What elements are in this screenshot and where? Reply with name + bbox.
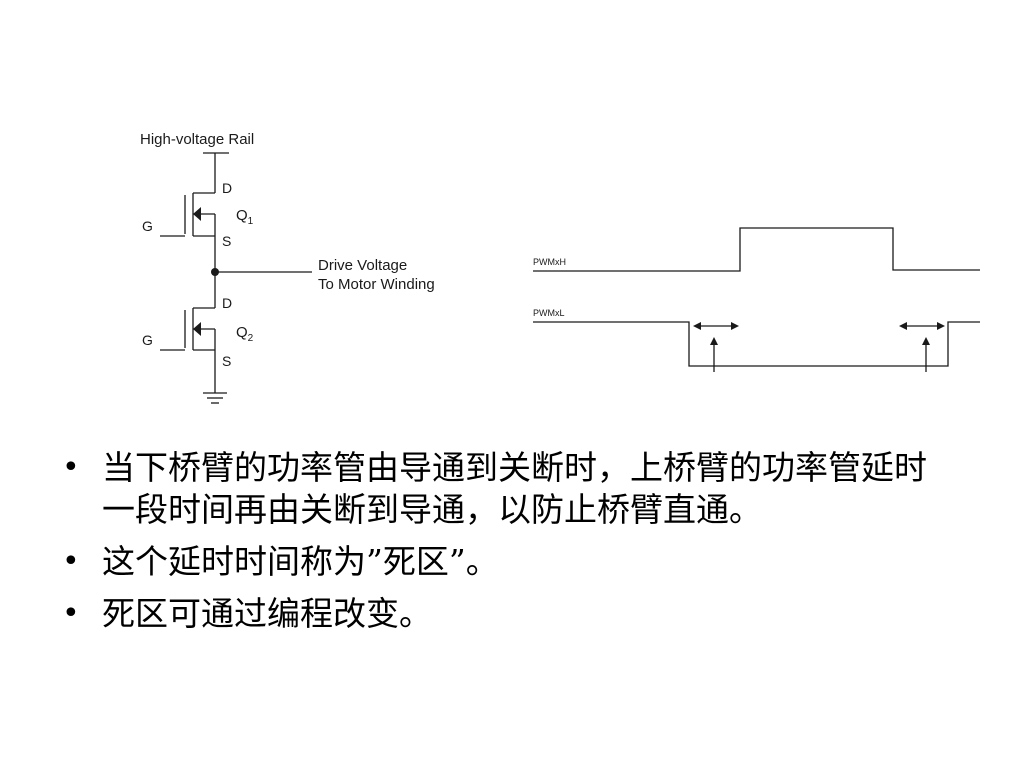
pwm-low-label: PWMxL: [533, 308, 565, 318]
bullet-text-1: 当下桥臂的功率管由导通到关断时，上桥臂的功率管延时一段时间再由关断到导通，以防止…: [102, 448, 927, 529]
bullet-item-1: • 当下桥臂的功率管由导通到关断时，上桥臂的功率管延时一段时间再由关断到导通，以…: [58, 447, 958, 531]
dead-time-marker-left: [693, 322, 739, 372]
q2-drain-label: D: [222, 295, 232, 311]
q2-name-label: Q2: [236, 324, 254, 344]
q1-index: 1: [248, 216, 254, 227]
q1-arrow: [193, 207, 201, 221]
pwm-high-waveform: [533, 227, 980, 272]
bullet-text-3: 死区可通过编程改变。: [102, 594, 432, 633]
output-label-line1: Drive Voltage: [318, 257, 407, 274]
bullet-marker: •: [62, 596, 80, 631]
bullet-marker: •: [62, 450, 80, 485]
q1-drain-label: D: [222, 180, 232, 196]
bullet-marker: •: [62, 544, 80, 579]
half-bridge-diagram: High-voltage Rail G D S Q1 Drive Voltage…: [140, 131, 980, 404]
q2-source-label: S: [222, 353, 231, 369]
bullet-item-3: • 死区可通过编程改变。: [58, 593, 958, 635]
q2-gate-label: G: [142, 332, 153, 348]
q2-transistor: [160, 307, 216, 351]
q2-arrow: [193, 322, 201, 336]
output-label-line2: To Motor Winding: [318, 276, 435, 293]
pwm-low-waveform: [533, 321, 980, 367]
q1-gate-label: G: [142, 218, 153, 234]
rail-label: High-voltage Rail: [140, 131, 254, 148]
dead-time-marker-right: [899, 322, 945, 372]
bullet-item-2: • 这个延时时间称为”死区”。: [58, 541, 958, 583]
q1-source-label: S: [222, 233, 231, 249]
q1-transistor: [160, 192, 216, 237]
bullet-list: • 当下桥臂的功率管由导通到关断时，上桥臂的功率管延时一段时间再由关断到导通，以…: [58, 447, 958, 645]
q1-name-label: Q1: [236, 207, 254, 227]
pwm-high-label: PWMxH: [533, 257, 566, 267]
ground-icon: [203, 392, 227, 404]
bullet-text-2: 这个延时时间称为”死区”。: [102, 542, 499, 581]
q2-index: 2: [248, 333, 254, 344]
